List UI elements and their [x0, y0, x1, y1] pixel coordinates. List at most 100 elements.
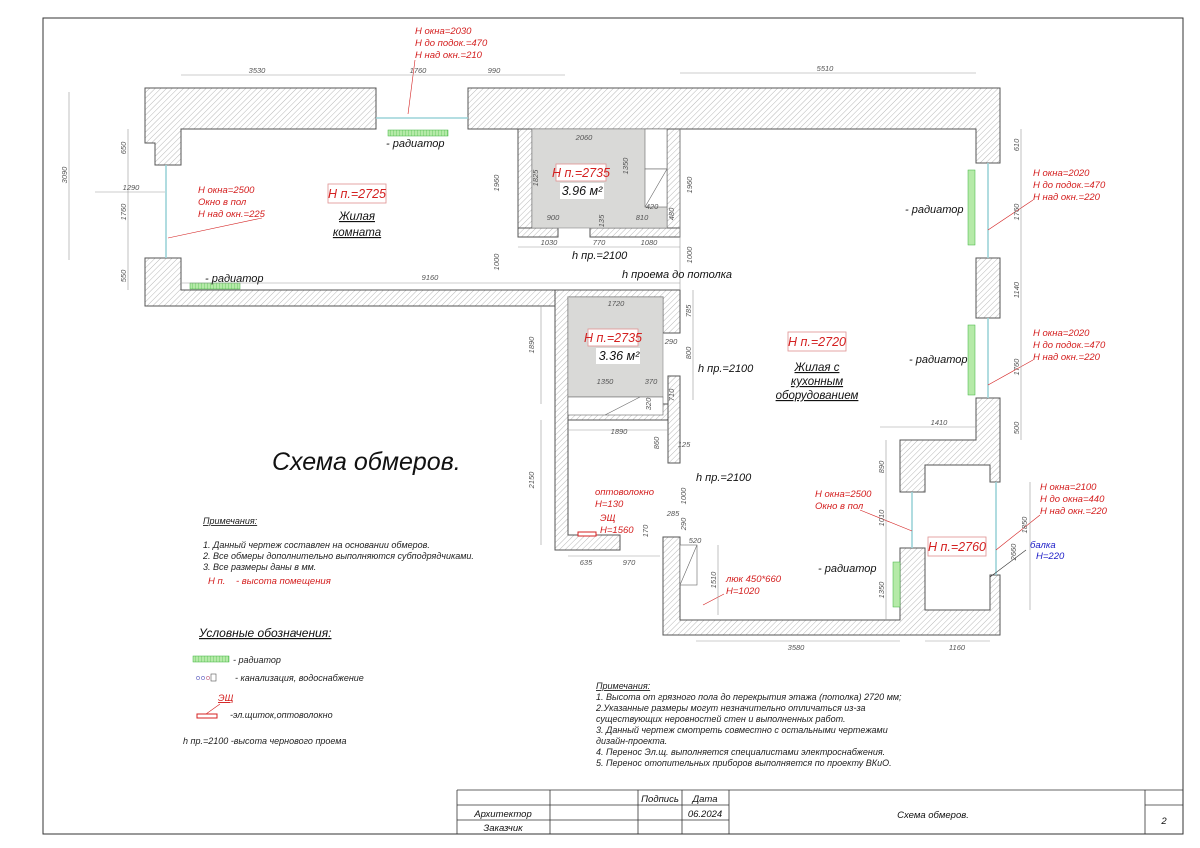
dim: 1890 [611, 427, 629, 436]
window-note: H над окн.=220 [1033, 352, 1101, 363]
plumbing-box [567, 396, 664, 416]
window-note: H над окн.=210 [415, 50, 483, 61]
window-note: H окна=2030 [415, 26, 472, 37]
room-area: 3.36 м² [599, 349, 640, 363]
dim: 970 [623, 558, 636, 567]
electrical-panel-icon [577, 531, 597, 537]
dim: 1080 [641, 238, 659, 247]
legend-item: - радиатор [233, 655, 281, 665]
note-item: 2. Все обмеры дополнительно выполняются … [202, 551, 474, 561]
dim: 1760 [1012, 358, 1021, 376]
opening-height: h пр.=2100 [698, 363, 754, 375]
radiator-icon [892, 561, 901, 608]
dim: 9160 [422, 273, 440, 282]
notes-left: Примечания: 1. Данный чертеж составлен н… [202, 516, 474, 587]
dim: 1000 [679, 487, 688, 505]
radiator-icon [967, 324, 976, 396]
dim: 2660 [1009, 543, 1018, 562]
dim: 1720 [608, 299, 626, 308]
opening-height: h пр.=2100 [696, 472, 752, 484]
dimension-lines [68, 72, 1031, 642]
dim: 610 [1012, 138, 1021, 151]
window-note: H окна=2100 [1040, 482, 1097, 493]
dim: 1510 [709, 571, 718, 589]
notes-title: Примечания: [596, 681, 651, 691]
radiator-label: - радиатор [905, 204, 964, 216]
dim: 1410 [931, 418, 949, 427]
window-note: H над окн.=225 [198, 209, 266, 220]
panel-note: H=1560 [600, 525, 634, 536]
fiber-note: оптоволокно [595, 487, 654, 498]
sheet-frame [42, 17, 1184, 835]
hp-key: H п. [208, 576, 225, 587]
radiator-icon [967, 169, 976, 246]
note-item: существующих неровностей стен и выполнен… [596, 714, 846, 724]
dim: 1760 [1012, 203, 1021, 221]
dim: 2150 [527, 471, 536, 490]
dim: 480 [667, 207, 676, 220]
room-height: H п.=2735 [552, 166, 610, 180]
note-item: 4. Перенос Эл.щ. выполняется специалиста… [596, 747, 885, 757]
client-label: Заказчик [483, 823, 523, 834]
legend-item: h пр.=2100 -высота чернового проема [183, 736, 347, 746]
radiator-icon [192, 655, 230, 663]
window-annotations: H окна=2030 H до подок.=470 H над окн.=2… [198, 26, 1108, 597]
notes-right: Примечания: 1. Высота от грязного пола д… [595, 681, 902, 768]
legend-title: Условные обозначения: [198, 626, 331, 640]
room-labels: H п.=2725 Жилая комната H п.=2735 3.96 м… [327, 163, 987, 557]
dim: 285 [666, 509, 680, 518]
radiator-label: - радиатор [205, 273, 264, 285]
opening-to-ceiling: h проема до потолка [622, 269, 732, 281]
dim: 710 [667, 388, 676, 401]
dim: 1760 [410, 66, 428, 75]
plumbing-riser [644, 128, 668, 170]
note-item: 1. Высота от грязного пола до перекрытия… [596, 692, 902, 702]
radiator-label: - радиатор [818, 563, 877, 575]
dim: 1140 [1012, 281, 1021, 298]
panel-tag: ЭЩ [218, 693, 234, 704]
window-note: H до подок.=470 [1033, 180, 1106, 191]
sheet-title: Схема обмеров. [897, 810, 969, 821]
dim: 1000 [492, 253, 501, 271]
window-note: H до подок.=470 [1033, 340, 1106, 351]
dim: 650 [119, 141, 128, 154]
dim: 1760 [119, 203, 128, 221]
dim: 990 [488, 66, 501, 75]
dim: 290 [664, 337, 678, 346]
window-note: H над окн.=220 [1040, 506, 1108, 517]
dim: 1350 [877, 581, 886, 599]
room-height: H п.=2735 [584, 331, 642, 345]
dim: 1030 [541, 238, 559, 247]
dimension-labels: 3530 1760 990 5510 3090 650 1290 1760 55… [60, 64, 1029, 652]
dim: 860 [652, 436, 661, 449]
dim: 370 [645, 377, 658, 386]
windows [165, 117, 997, 575]
panel-note: ЭЩ [600, 513, 616, 524]
window-note: H окна=2020 [1033, 328, 1090, 339]
room-name: кухонным [791, 376, 843, 388]
dim: 1825 [531, 169, 540, 187]
note-item: 5. Перенос отопительных приборов выполня… [596, 758, 892, 768]
dim: 785 [684, 304, 693, 317]
sheet-number: 2 [1160, 816, 1167, 827]
dim: 1160 [949, 643, 966, 652]
beam-note: балка [1030, 540, 1056, 551]
hatch-note: люк 450*660 [725, 574, 782, 585]
dim: 550 [119, 269, 128, 282]
window-note: H над окн.=220 [1033, 192, 1101, 203]
dim: 5510 [817, 64, 835, 73]
window-note: Окно в пол [198, 197, 247, 208]
legend: Условные обозначения: - радиатор - канал… [183, 626, 364, 746]
walls [144, 87, 1001, 636]
dim: 800 [684, 346, 693, 359]
dim: 500 [1012, 421, 1021, 434]
notes-title: Примечания: [203, 516, 258, 526]
dim: 1890 [527, 336, 536, 354]
dim: 290 [679, 517, 688, 531]
dim: 810 [636, 213, 649, 222]
opening-height: h пр.=2100 [572, 250, 628, 262]
beam-note: H=220 [1036, 551, 1065, 562]
window-note: H окна=2500 [198, 185, 255, 196]
dim: 1350 [597, 377, 615, 386]
